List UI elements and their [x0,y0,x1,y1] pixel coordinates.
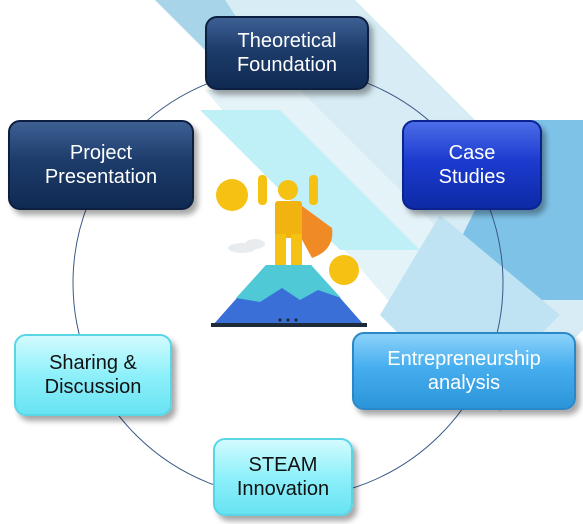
node-case-studies: Case Studies [402,120,542,210]
node-steam-innovation: STEAM Innovation [213,438,353,516]
hero-on-mountain-icon [211,175,367,327]
node-sharing-discussion: Sharing & Discussion [14,334,172,416]
node-project-presentation: Project Presentation [8,120,194,210]
node-theoretical-foundation: Theoretical Foundation [205,16,369,90]
node-entrepreneurship-analysis: Entrepreneurship analysis [352,332,576,410]
